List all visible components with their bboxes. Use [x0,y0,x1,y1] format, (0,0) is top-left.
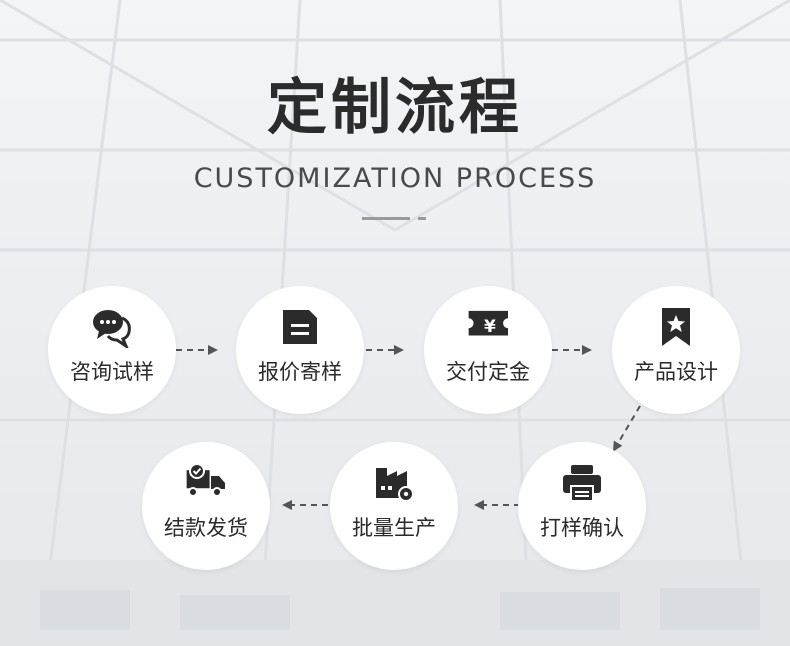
step-label: 产品设计 [612,358,740,386]
chat-bubbles-icon [91,306,133,348]
step-pay-deposit: ¥ 交付定金 [424,286,552,414]
svg-text:¥: ¥ [484,317,496,337]
factory-gear-icon [373,462,415,504]
step-payment-shipping: 结款发货 [142,442,270,570]
step-quote-sample: 报价寄样 [236,286,364,414]
step-mass-production: 批量生产 [330,442,458,570]
document-icon [279,306,321,348]
title-divider-long [362,217,410,220]
title-divider-short [418,217,426,220]
step-consult-sample: 咨询试样 [48,286,176,414]
yen-ticket-icon: ¥ [462,306,514,348]
bookmark-star-icon [655,306,697,348]
printer-icon [561,462,603,504]
step-proof-confirm: 打样确认 [518,442,646,570]
step-product-design: 产品设计 [612,286,740,414]
step-label: 咨询试样 [48,358,176,386]
page-subtitle: CUSTOMIZATION PROCESS [0,162,790,196]
step-label: 报价寄样 [236,358,364,386]
step-label: 结款发货 [142,514,270,542]
step-label: 打样确认 [518,514,646,542]
page-title: 定制流程 [0,68,790,148]
delivery-truck-icon [180,462,232,504]
step-label: 交付定金 [424,358,552,386]
step-label: 批量生产 [330,514,458,542]
